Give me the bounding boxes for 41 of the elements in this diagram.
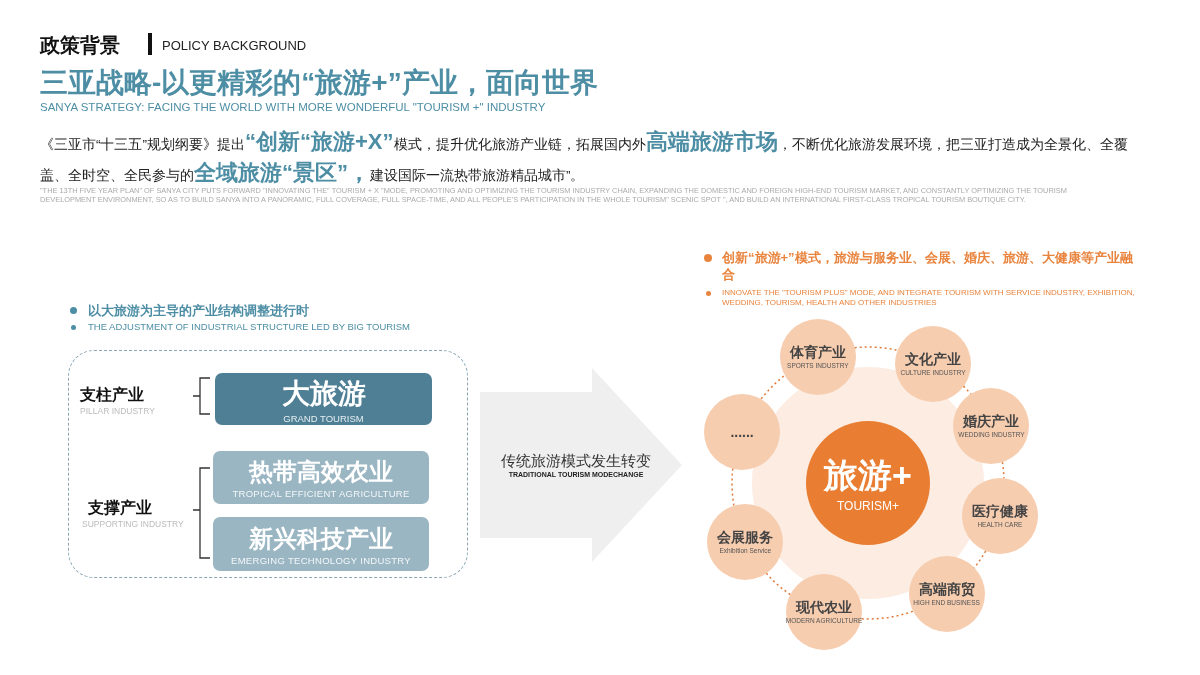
dotted-connector xyxy=(760,374,786,400)
node-title: 热带高效农业 xyxy=(249,457,393,487)
node-title: 文化产业 xyxy=(905,351,962,370)
node-subtitle: TROPICAL EFFICIENT AGRICULTURE xyxy=(232,488,410,499)
dotted-connector xyxy=(1001,461,1005,480)
node-title: 体育产业 xyxy=(789,344,846,363)
node-title: 传统旅游模式发生转变 xyxy=(501,452,651,471)
category-sublabel: PILLAR INDUSTRY xyxy=(80,406,155,416)
bullet-text: 以大旅游为主导的产业结构调整进行时 xyxy=(88,302,309,320)
dotted-connector xyxy=(860,610,914,620)
node-title: 新兴科技产业 xyxy=(249,523,393,554)
node-subtitle: EMERGING TECHNOLOGY INDUSTRY xyxy=(231,554,411,566)
node-title: 医疗健康 xyxy=(971,503,1028,522)
heading: 政策背景 xyxy=(40,33,120,58)
dotted-connector xyxy=(731,467,735,507)
category-label: 支柱产业 xyxy=(80,385,144,405)
node-title: 大旅游 xyxy=(281,376,366,411)
category-sublabel: SUPPORTING INDUSTRY xyxy=(82,519,184,529)
ellipsis-text: ...... xyxy=(730,423,754,440)
industry-box xyxy=(215,373,432,425)
node-subtitle: GRAND TOURISM xyxy=(283,412,364,424)
policy-paragraph: 《三亚市“十三五”规划纲要》提出“创新“旅游+X”模式，提升优化旅游产业链，拓展国内外高端旅游市场，不断优化旅游发展环境，把三亚打造成为全景化、全覆盖、全时空、全民参与的全域旅游“景区”，建设国际一流热带旅游精品城市”。 xyxy=(40,128,1129,187)
node-subtitle: TOURISM+ xyxy=(836,499,900,513)
section-subtitle: POLICY BACKGROUND xyxy=(162,38,307,53)
dotted-connector xyxy=(853,346,899,352)
dashed-group-box xyxy=(68,350,468,578)
node-title: 旅游+ xyxy=(824,455,912,496)
node-title: 会展服务 xyxy=(717,529,774,548)
bullet-text: INNOVATE THE "TOURISM PLUS" MODE, AND INTEGRATE TOURISM WITH SERVICE INDUSTRY, EXHIBITION, WEDDING, TOURISM, HEALTH AND OTHER INDUSTRIES xyxy=(722,288,1136,308)
node-title: 现代农业 xyxy=(796,599,852,618)
dotted-connector xyxy=(962,385,972,395)
strategy-headline: 三亚战略-以更精彩的“旅游+”产业，面向世界 xyxy=(40,66,598,100)
node-title: 婚庆产业 xyxy=(963,413,1020,432)
category-label: 支撑产业 xyxy=(88,498,152,518)
industry-box xyxy=(213,451,429,504)
industry-box xyxy=(213,517,429,571)
node-title: 高端商贸 xyxy=(918,581,975,600)
strategy-subheadline: SANYA STRATEGY: FACING THE WORLD WITH MORE WONDERFUL "TOURISM +" INDUSTRY xyxy=(40,101,546,113)
dotted-connector xyxy=(765,572,791,596)
bullet-text: THE ADJUSTMENT OF INDUSTRIAL STRUCTURE LED BY BIG TOURISM xyxy=(88,321,410,332)
bullet-text: 创新“旅游+”模式，旅游与服务业、会展、婚庆、旅游、大健康等产业融合 xyxy=(722,249,1134,283)
